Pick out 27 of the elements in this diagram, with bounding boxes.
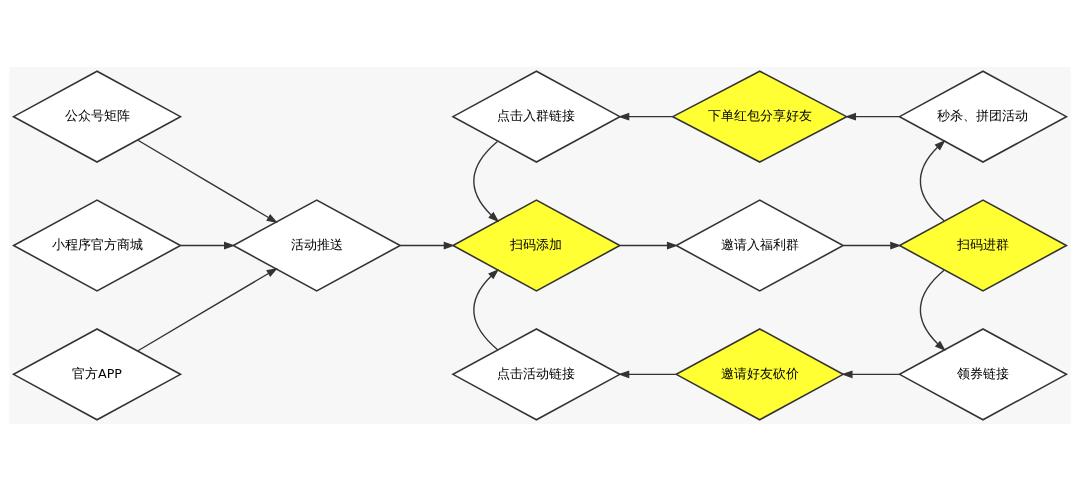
node-diamond: 秒杀、拼团活动 xyxy=(897,69,1069,163)
node-diamond: 活动推送 xyxy=(231,198,402,292)
node-diamond: 扫码进群 xyxy=(897,198,1069,292)
node-diamond: 邀请好友砍价 xyxy=(674,327,845,421)
node-diamond: 小程序官方商城 xyxy=(11,198,183,292)
arrow xyxy=(619,241,679,249)
node-diamond: 点击入群链接 xyxy=(451,69,622,163)
arrow xyxy=(842,241,902,249)
node-diamond: 官方APP xyxy=(11,327,183,421)
arrow xyxy=(179,241,236,249)
node-diamond: 点击活动链接 xyxy=(451,327,622,421)
arrow xyxy=(473,268,499,350)
node-diamond: 公众号矩阵 xyxy=(11,69,183,163)
arrow xyxy=(919,269,946,351)
node-diamond: 下单红包分享好友 xyxy=(671,69,849,163)
node-diamond: 扫码添加 xyxy=(451,198,622,292)
arrow xyxy=(841,369,901,378)
arrow xyxy=(618,112,674,121)
arrow xyxy=(473,140,500,222)
node-diamond: 邀请入福利群 xyxy=(674,198,845,292)
arrow xyxy=(919,139,946,222)
node-diamond: 领券链接 xyxy=(897,327,1069,421)
arrow xyxy=(844,112,900,121)
arrow xyxy=(618,369,677,378)
arrow xyxy=(399,241,455,249)
arrow xyxy=(137,139,278,223)
arrow xyxy=(137,267,278,351)
